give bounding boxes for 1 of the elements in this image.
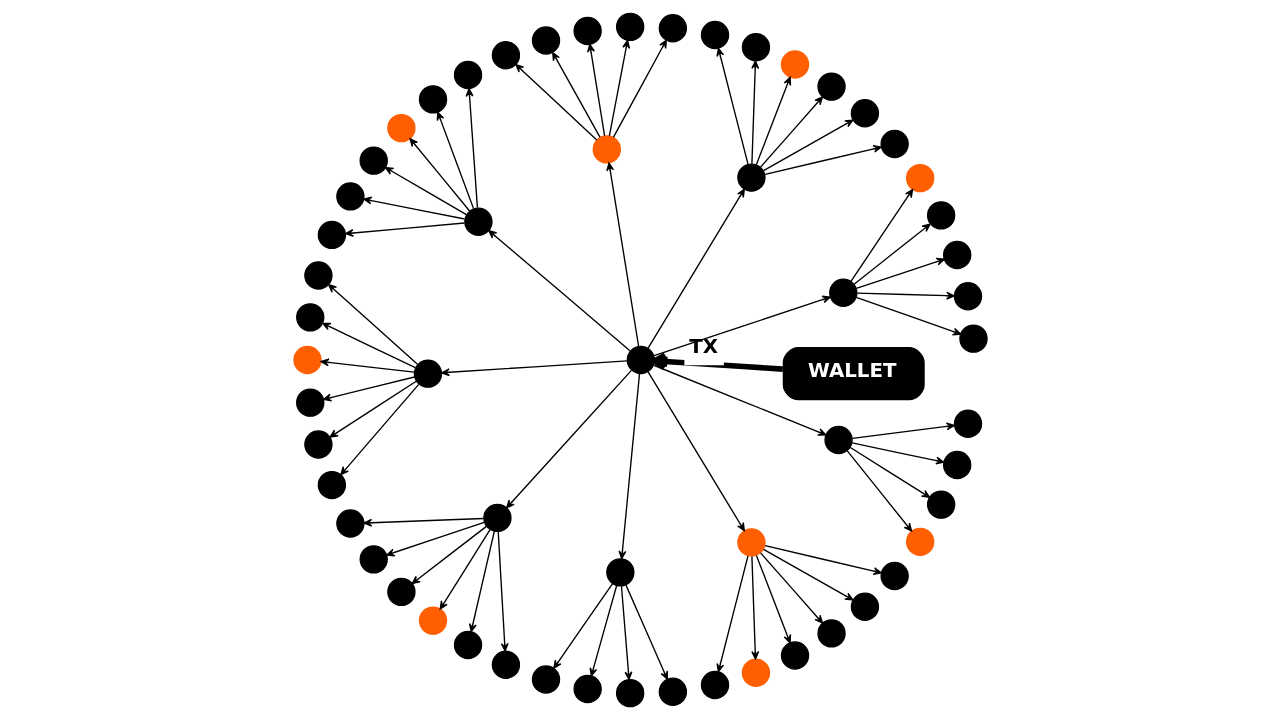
edge-label: TX — [688, 334, 718, 358]
